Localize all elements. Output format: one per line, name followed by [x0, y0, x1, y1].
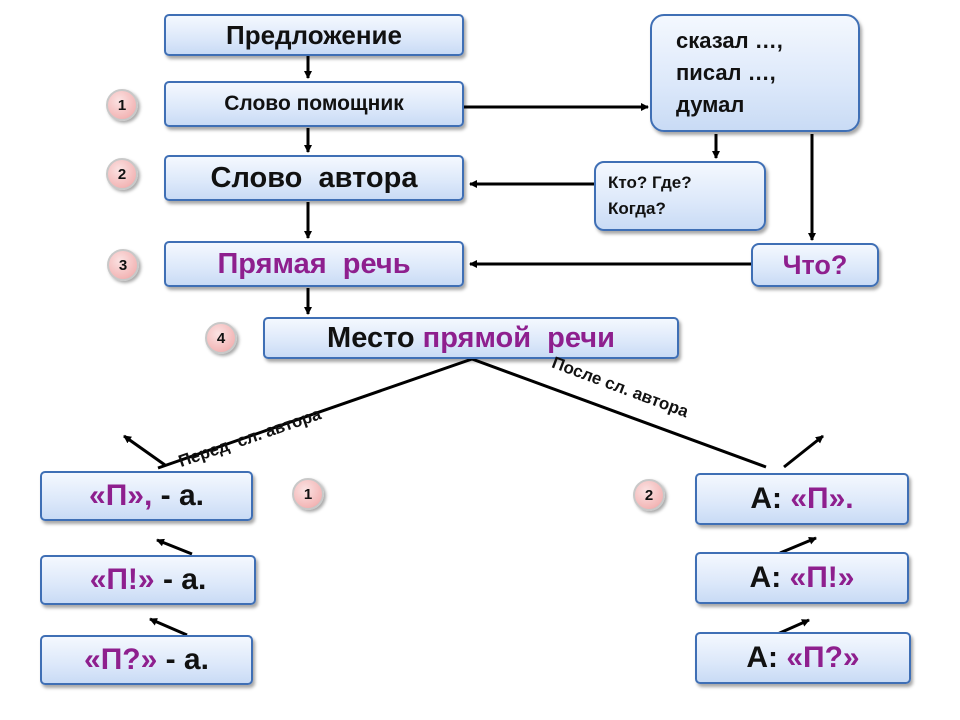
place-label: Место прямой речи — [327, 322, 615, 355]
helper-word-box: Слово помощник — [164, 81, 464, 127]
formula-right-2-prefix: А: — [749, 561, 790, 594]
step-2-number: 2 — [117, 165, 127, 183]
sentence-label: Предложение — [226, 19, 402, 50]
place-highlight: прямой речи — [422, 321, 615, 354]
who-where-line: Кто? Где? — [608, 172, 692, 192]
verb-said: сказал …, — [676, 28, 783, 54]
arrow-left-2 — [156, 538, 193, 556]
formula-right-1-text: А: «П». — [750, 482, 853, 516]
arrow-right-1 — [783, 434, 824, 469]
place-prefix: Место — [327, 321, 423, 354]
verbs-box: сказал …, писал …, думал — [650, 14, 860, 132]
branch-before-number: 1 — [303, 485, 313, 503]
step-4-badge: 4 — [205, 322, 237, 354]
author-words-label: Слово автора — [210, 161, 418, 194]
what-box: Что? — [751, 243, 879, 287]
formula-right-2: А: «П!» — [695, 552, 909, 604]
formula-left-3-quote: «П?» — [84, 643, 166, 676]
formula-left-3-text: «П?» - а. — [84, 643, 209, 677]
branch-before-badge: 1 — [292, 478, 324, 510]
step-3-number: 3 — [118, 256, 128, 274]
what-label: Что? — [782, 249, 848, 280]
formula-left-1-dash: - а. — [160, 479, 204, 512]
arrow-left-3 — [149, 617, 188, 637]
formula-right-1-quote: «П». — [790, 482, 854, 515]
formula-right-3-quote: «П?» — [786, 641, 860, 674]
helper-word-label: Слово помощник — [224, 92, 404, 115]
sentence-box: Предложение — [164, 14, 464, 56]
formula-left-2-text: «П!» - а. — [90, 563, 207, 597]
formula-left-1-text: «П», - а. — [89, 479, 204, 513]
branch-after-number: 2 — [644, 486, 654, 504]
formula-left-2-dash: - а. — [162, 563, 207, 596]
step-2-badge: 2 — [106, 158, 138, 190]
verb-wrote: писал …, — [676, 60, 776, 86]
formula-left-3: «П?» - а. — [40, 635, 253, 685]
place-box: Место прямой речи — [263, 317, 679, 359]
direct-speech-box: Прямая речь — [164, 241, 464, 287]
formula-left-3-dash: - а. — [165, 643, 209, 676]
step-3-badge: 3 — [107, 249, 139, 281]
direct-speech-label: Прямая речь — [217, 247, 411, 280]
formula-right-2-quote: «П!» — [789, 561, 855, 594]
verb-thought: думал — [676, 91, 745, 117]
who-where-box: Кто? Где? Когда? — [594, 161, 766, 231]
branch-line-left — [157, 357, 473, 470]
arrow-right-2 — [779, 536, 817, 555]
formula-left-1-quote: «П», — [89, 479, 161, 512]
when-line: Когда? — [608, 199, 666, 218]
step-1-number: 1 — [117, 96, 127, 114]
formula-left-1: «П», - а. — [40, 471, 253, 521]
formula-right-3-text: А: «П?» — [746, 641, 859, 675]
formula-left-2-quote: «П!» — [89, 563, 163, 596]
formula-left-2: «П!» - а. — [40, 555, 256, 605]
step-1-badge: 1 — [106, 89, 138, 121]
arrow-left-1 — [123, 434, 166, 467]
formula-right-2-text: А: «П!» — [750, 561, 855, 595]
formula-right-1: А: «П». — [695, 473, 909, 525]
formula-right-3-prefix: А: — [746, 641, 787, 674]
branch-after-badge: 2 — [633, 479, 665, 511]
formula-right-3: А: «П?» — [695, 632, 911, 684]
branch-line-right — [471, 357, 767, 469]
step-4-number: 4 — [216, 329, 226, 347]
author-words-box: Слово автора — [164, 155, 464, 201]
formula-right-1-prefix: А: — [750, 482, 791, 515]
